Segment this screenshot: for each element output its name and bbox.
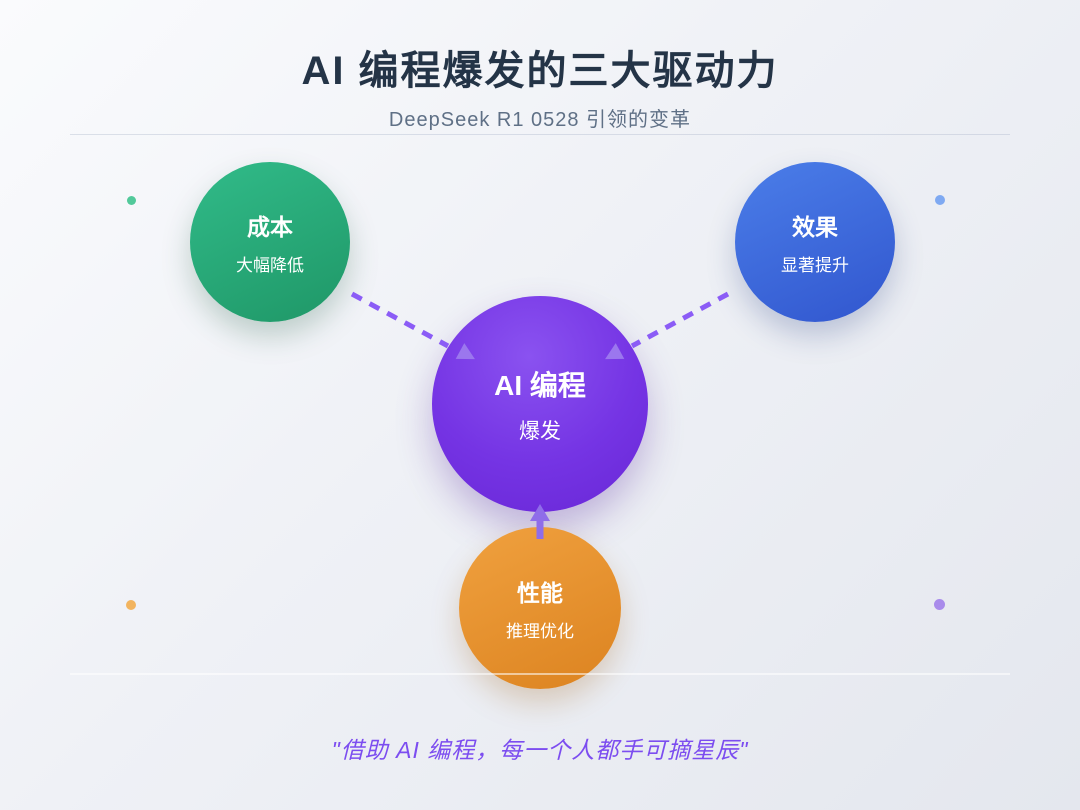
- decor-dot-orange: [126, 600, 136, 610]
- node-performance-subtitle: 推理优化: [506, 622, 574, 641]
- node-center-title: AI 编程: [494, 369, 586, 401]
- page-subtitle: DeepSeek R1 0528 引领的变革: [388, 109, 692, 131]
- arrow-effect-to-center-line: [630, 291, 730, 349]
- node-performance-title: 性能: [517, 580, 563, 606]
- header-divider-line: [70, 134, 1010, 135]
- node-ai-coding-center: AI 编程 爆发: [432, 296, 648, 512]
- node-cost-title: 成本: [247, 214, 293, 240]
- arrow-cost-to-center-line: [350, 291, 450, 349]
- node-cost: 成本 大幅降低: [190, 162, 350, 322]
- decor-dot-blue: [935, 195, 945, 205]
- node-effect-subtitle: 显著提升: [781, 256, 849, 275]
- node-performance: 性能 推理优化: [459, 527, 621, 689]
- lower-divider-line: [70, 673, 1010, 675]
- node-effect-title: 效果: [792, 214, 838, 240]
- decor-dot-purple: [934, 599, 945, 610]
- page-title: AI 编程爆发的三大驱动力: [301, 49, 779, 93]
- node-effect: 效果 显著提升: [735, 162, 895, 322]
- decor-dot-green: [127, 196, 136, 205]
- node-center-subtitle: 爆发: [519, 419, 561, 443]
- node-cost-subtitle: 大幅降低: [236, 256, 304, 275]
- footer-quote: "借助 AI 编程，每一个人都手可摘星辰": [331, 737, 749, 763]
